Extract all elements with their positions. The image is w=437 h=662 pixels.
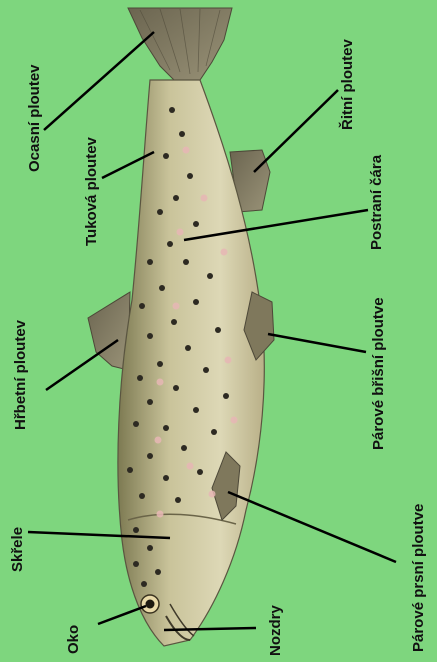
line-hrbetni-ploutev [46,340,118,390]
label-parove-prsni-ploutve: Párové prsní ploutve [411,504,426,652]
line-oko [98,606,146,624]
label-ocasni-ploutev: Ocasní ploutev [27,64,42,172]
label-skrele: Skřele [10,527,25,572]
label-postrani-cara: Postraní čára [369,155,384,250]
tail-fin [128,8,232,84]
label-tukova-ploutev: Tuková ploutev [84,137,99,246]
label-ritni-ploutev: Řitní ploutev [340,39,355,130]
line-parove-brisni-ploutve [268,334,366,352]
label-parove-brisni-ploutve: Párové břišní ploutve [371,297,386,450]
label-oko: Oko [66,625,81,654]
line-parove-prsni-ploutve [228,492,396,562]
line-ritni-ploutev [254,90,338,172]
label-hrbetni-ploutev: Hřbetní ploutev [13,320,28,430]
label-nozdry: Nozdry [268,605,283,656]
line-ocasni-ploutev [44,32,154,130]
